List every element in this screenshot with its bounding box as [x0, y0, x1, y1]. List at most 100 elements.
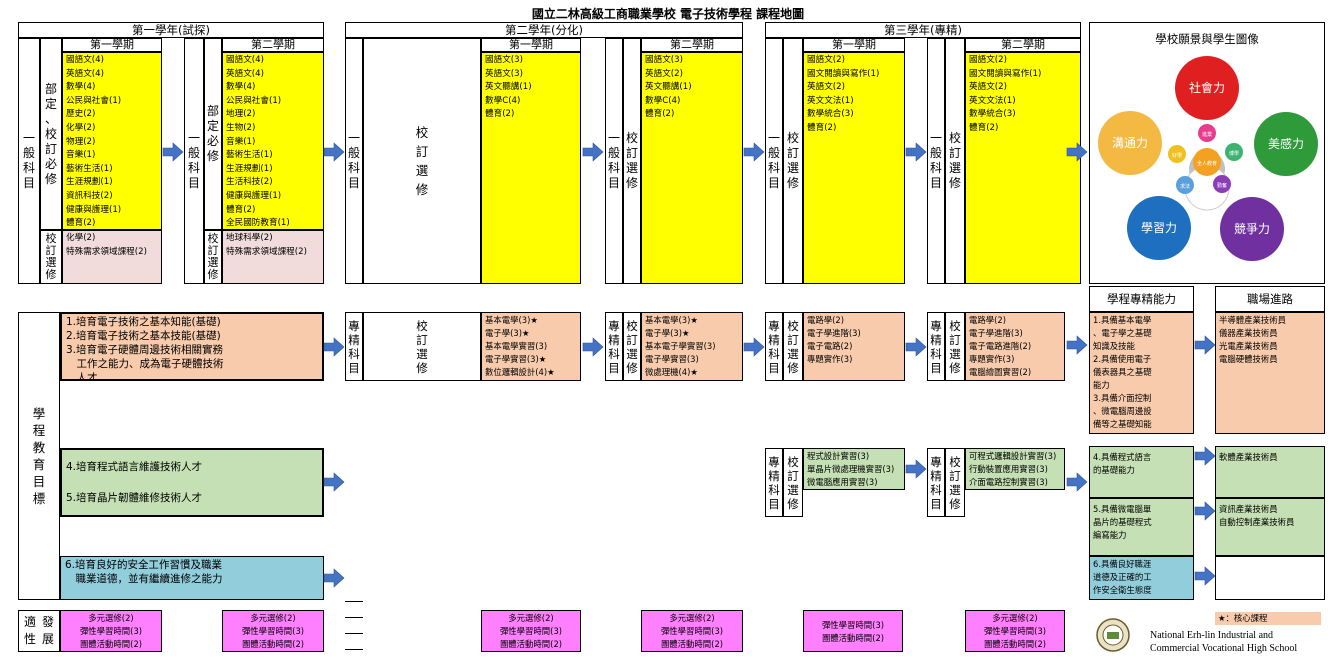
- goals-peach-box: 1.培育電子技術之基本知能(基礎)2.培育電子技術之基本技能(基礎)3.培育電子…: [60, 312, 324, 381]
- svg-text:好學: 好學: [1172, 152, 1182, 159]
- competencies-green2: 5.具備微電腦單晶片的基礎程式編寫能力: [1089, 498, 1194, 556]
- list-item: 體育(2): [645, 109, 675, 120]
- y2s2-spec-list: 基本電學(3)★電子學(3)★基本電子學實習(3)電子學實習(3)微處理機(4)…: [641, 312, 743, 381]
- adaptive-y2s2: 多元選修(2)彈性學習時間(3)團體活動時間(2): [641, 610, 743, 652]
- circle-communication-label: 溝通力: [1112, 136, 1148, 150]
- y3s1-green-list: 程式設計實習(3)單晶片微處理機實習(3)微電腦應用實習(3): [803, 448, 905, 490]
- list-item: 5.培育晶片韌體維修技術人才: [66, 492, 203, 505]
- list-item: 體育(2): [807, 122, 837, 133]
- list-item: 資訊產業技術員: [1219, 504, 1278, 514]
- school-elective-label-9: 校訂選修: [945, 312, 965, 381]
- svg-text:勤奮: 勤奮: [1217, 182, 1227, 189]
- y1s2-elective-list: 地球科學(2)特殊需求領域課程(2): [222, 230, 324, 284]
- dash-3: [345, 633, 363, 634]
- list-item: 3.具備介面控制: [1093, 393, 1152, 403]
- year1-header: 第一學年(試探): [18, 22, 324, 38]
- list-item: 彈性學習時間(3): [241, 626, 305, 636]
- general-subject-label-5: 一般科目: [765, 38, 783, 284]
- list-item: 4.具備程式語言: [1093, 452, 1152, 462]
- list-item: 歷史(2): [66, 109, 96, 120]
- specialized-subject-label: 專精科目: [345, 312, 363, 381]
- list-item: 彈性學習時間(3): [79, 626, 143, 636]
- list-item: 4.培育程式語言維護技術人才: [66, 460, 203, 473]
- y2s2-general-list: 國語文(3)英語文(2)英文聽講(1)數學C(4)體育(2): [641, 52, 743, 284]
- list-item: 數學統合(3): [807, 109, 854, 120]
- list-item: 音樂(1): [66, 150, 96, 161]
- list-item: 數學C(4): [485, 95, 521, 106]
- specialized-subject-label-5: 專精科目: [765, 448, 783, 517]
- adaptive-y1s2: 多元選修(2)彈性學習時間(3)團體活動時間(2): [222, 610, 324, 652]
- list-item: 數位邏輯設計(4)★: [485, 367, 555, 377]
- list-item: 3.培育電子硬體周邊技術相關實務: [66, 344, 224, 356]
- list-item: 專題實作(3): [969, 354, 1015, 364]
- list-item: 儀表器具之基礎: [1093, 367, 1152, 377]
- list-item: 半導體產業技術員: [1219, 315, 1286, 325]
- y3s2-green-list: 可程式邏輯設計實習(3)行動裝置應用實習(3)介面電路控制實習(3): [965, 448, 1065, 490]
- list-item: 生物(2): [226, 122, 256, 133]
- list-item: 體育(2): [226, 204, 256, 215]
- list-item: 儀器產業技術員: [1219, 328, 1278, 338]
- vision-diagram: 社會力 美感力 競爭力 學習力 溝通力 進業 博學 全人教育 勤奮 求法 好學: [1098, 56, 1318, 261]
- list-item: 體育(2): [485, 109, 515, 120]
- list-item: 5.具備微電腦單: [1093, 504, 1152, 514]
- list-item: 6.培育良好的安全工作習慣及職業: [65, 559, 223, 571]
- list-item: 英文聽講(1): [485, 82, 532, 93]
- circle-communication: [1098, 111, 1162, 175]
- y3s2-general-list: 國語文(2)國文閱讀與寫作(1)英語文(2)英文文法(1)數學統合(3)體育(2…: [965, 52, 1081, 284]
- list-item: 體育(2): [66, 218, 96, 229]
- school-vision-title: 學校願景與學生圖像: [1155, 32, 1259, 46]
- list-item: 地理(2): [226, 109, 256, 120]
- specialized-subject-label-3: 專精科目: [765, 312, 783, 381]
- list-item: 基本電學實習(3): [485, 341, 548, 351]
- list-item: 知識及技能: [1093, 341, 1135, 351]
- school-elective-label-6: 校訂選修: [363, 312, 481, 381]
- y2s1-header: 第一學期: [481, 38, 581, 52]
- school-elective-label-10: 校訂選修: [783, 448, 803, 517]
- y1s2-header: 第二學期: [222, 38, 324, 52]
- list-item: 藝術生活(1): [66, 163, 113, 174]
- list-item: 國語文(2): [969, 55, 1007, 65]
- list-item: 電子電路進階(2): [969, 341, 1032, 351]
- list-item: 1.培育電子技術之基本知能(基礎): [66, 316, 221, 328]
- core-course-legend: ★：核心課程: [1215, 612, 1321, 625]
- y3s1-general-list: 國語文(2)國文閱讀與寫作(1)英語文(2)英文文法(1)數學統合(3)體育(2…: [803, 52, 905, 284]
- list-item: 數學C(4): [645, 95, 681, 106]
- list-item: 行動裝置應用實習(3): [969, 464, 1048, 474]
- list-item: 道德及正確的工: [1093, 572, 1152, 582]
- general-subject-label-3: 一般科目: [345, 38, 363, 284]
- competencies-title: 學程專精能力: [1089, 286, 1194, 312]
- circle-learning: [1127, 196, 1191, 260]
- list-item: 光電產業技術員: [1219, 341, 1278, 351]
- list-item: 多元選修(2): [992, 613, 1038, 623]
- list-item: 國語文(3): [645, 55, 683, 65]
- year2-header: 第二學年(分化): [345, 22, 743, 38]
- school-elective-label-7: 校訂選修: [623, 312, 641, 381]
- list-item: 彈性學習時間(3): [499, 626, 563, 636]
- careers-empty: [1215, 556, 1325, 600]
- svg-text:進業: 進業: [1202, 131, 1212, 138]
- list-item: 公民與社會(1): [66, 95, 122, 106]
- list-item: 國文閱讀與寫作(1): [969, 68, 1042, 79]
- required-short-label: 部定必修: [204, 38, 222, 230]
- list-item: 國語文(3): [485, 55, 523, 65]
- list-item: 多元選修(2): [669, 613, 715, 623]
- list-item: 、電子學之基礎: [1093, 328, 1152, 338]
- list-item: 專題實作(3): [807, 354, 853, 364]
- list-item: 彈性學習時間(3): [821, 620, 885, 630]
- school-elective-label-2: 校訂選修: [204, 230, 222, 284]
- list-item: 備等之基礎知能: [1093, 419, 1152, 429]
- list-item: 特殊需求領域課程(2): [226, 246, 307, 257]
- list-item: 英語文(4): [66, 68, 104, 79]
- list-item: 生活科技(2): [226, 177, 273, 188]
- school-english-name: National Erh-lin Industrial and Commerci…: [1150, 630, 1298, 654]
- list-item: 化學(2): [66, 233, 96, 243]
- list-item: 團體活動時間(2): [499, 639, 563, 649]
- list-item: 英語文(2): [969, 82, 1007, 93]
- school-elective-label-4: 校訂選修: [783, 38, 803, 284]
- careers-green2: 資訊產業技術員自動控制產業技術員: [1215, 498, 1325, 556]
- general-subject-label: 一般科目: [18, 38, 40, 284]
- specialized-subject-label-4: 專精科目: [927, 312, 945, 381]
- goals-green-box: 4.培育程式語言維護技術人才 5.培育晶片韌體維修技術人才: [60, 448, 324, 517]
- careers-peach: 半導體產業技術員儀器產業技術員光電產業技術員電腦硬體技術員: [1215, 312, 1325, 434]
- list-item: 彈性學習時間(3): [983, 626, 1047, 636]
